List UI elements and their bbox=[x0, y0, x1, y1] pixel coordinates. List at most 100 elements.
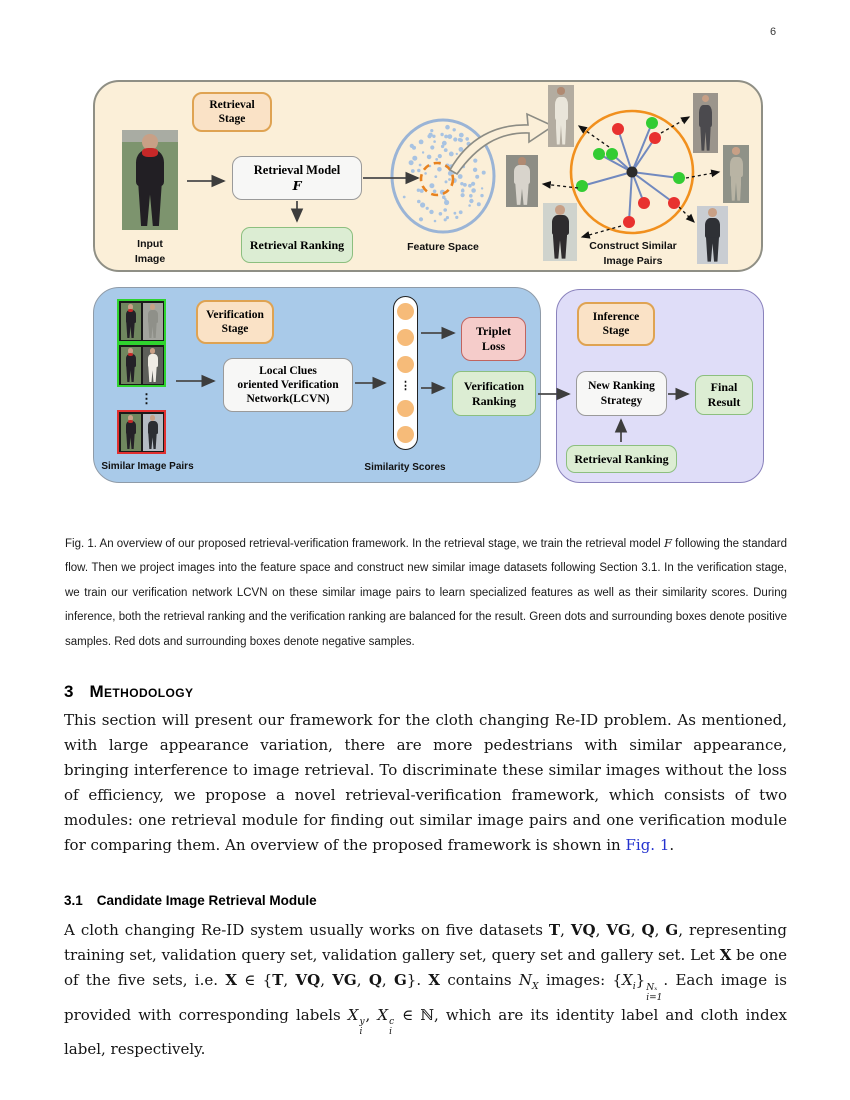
section-number: 3 bbox=[64, 682, 74, 701]
final-result-box: Final Result bbox=[695, 375, 753, 415]
lcvn-line: Local Clues bbox=[259, 364, 317, 377]
pedestrian-photo bbox=[693, 93, 718, 153]
section-heading-3-1: 3.1 Candidate Image Retrieval Module bbox=[64, 893, 317, 908]
retrieval-model-label: Retrieval Model F bbox=[254, 163, 340, 194]
negative-image-pair bbox=[117, 410, 166, 454]
text-segment: Q bbox=[641, 921, 655, 939]
verification-ranking-box: Verification Ranking bbox=[452, 371, 536, 416]
retrieval-model-box: Retrieval Model F bbox=[232, 156, 362, 200]
label-text: Similar Image Pairs bbox=[101, 461, 194, 472]
retrieval-ranking-inference-box: Retrieval Ranking bbox=[566, 445, 677, 473]
red-scarf-accent bbox=[142, 148, 158, 157]
stage-badge-line: Retrieval bbox=[209, 98, 255, 111]
label-text: Feature Space bbox=[407, 241, 479, 253]
pedestrian-photo bbox=[697, 206, 728, 264]
person-head bbox=[142, 134, 158, 150]
label-line: Construct Similar bbox=[589, 240, 677, 252]
label-line: Ranking bbox=[471, 393, 517, 408]
text-segment: G bbox=[393, 971, 407, 989]
pairs-ellipsis: ⋮ bbox=[140, 391, 153, 406]
label-line: Verification bbox=[463, 378, 525, 393]
subsection-number: 3.1 bbox=[64, 893, 83, 908]
stage-badge-line: Verification bbox=[206, 308, 264, 321]
score-dot bbox=[397, 329, 414, 347]
retrieval-stage-badge: Retrieval Stage bbox=[192, 92, 272, 132]
pair-photo bbox=[120, 413, 141, 451]
text-segment: Q bbox=[368, 971, 382, 989]
text-segment: X bbox=[225, 971, 237, 989]
label-text: Retrieval Ranking bbox=[574, 451, 669, 466]
section-heading-3: 3 Methodology bbox=[64, 682, 193, 702]
lcvn-box: Local Clues oriented Verification Networ… bbox=[223, 358, 353, 412]
page-number: 6 bbox=[770, 26, 777, 38]
text-segment: Xi bbox=[622, 971, 636, 992]
text-segment: VG bbox=[606, 921, 631, 939]
inference-stage-badge: Inference Stage bbox=[577, 302, 655, 346]
text-segment: X bbox=[428, 971, 441, 989]
pedestrian-photo bbox=[548, 85, 574, 147]
pair-photo bbox=[142, 413, 163, 451]
label-line: Strategy bbox=[600, 394, 643, 407]
text-segment: VG bbox=[332, 971, 357, 989]
score-dot bbox=[397, 425, 414, 443]
scores-ellipsis: ⋮ bbox=[400, 380, 411, 393]
stage-badge-line: Inference bbox=[592, 310, 640, 323]
score-dot bbox=[397, 303, 414, 320]
input-image-photo bbox=[122, 130, 178, 230]
stage-badge-line: Stage bbox=[218, 113, 246, 125]
label-line: Image bbox=[134, 253, 166, 266]
pair-photo bbox=[142, 302, 163, 340]
label-line: Loss bbox=[481, 339, 506, 353]
label-line: Input bbox=[137, 238, 163, 250]
new-ranking-strategy-box: New Ranking Strategy bbox=[576, 371, 667, 416]
label-line: New Ranking bbox=[588, 380, 655, 393]
input-image-label: Input Image bbox=[118, 237, 182, 267]
pedestrian-photo bbox=[506, 155, 538, 207]
model-symbol-F: F bbox=[292, 178, 302, 193]
text-segment: G bbox=[665, 921, 679, 939]
positive-image-pair bbox=[117, 299, 166, 343]
figure-caption: Fig. 1. An overview of our proposed retr… bbox=[65, 536, 787, 648]
construct-similar-label: Construct Similar Image Pairs bbox=[578, 239, 688, 269]
figure-reference-link[interactable]: Fig. 1 bbox=[625, 836, 670, 854]
text-segment: X bbox=[377, 1005, 389, 1024]
lcvn-line: oriented Verification bbox=[237, 378, 339, 391]
pair-photo bbox=[120, 346, 141, 384]
pair-photo bbox=[142, 346, 163, 384]
person-legs bbox=[138, 184, 162, 226]
verification-stage-badge: Verification Stage bbox=[196, 300, 274, 344]
lcvn-line: Network(LCVN) bbox=[246, 393, 330, 405]
label-line: Image Pairs bbox=[603, 255, 663, 268]
score-dot bbox=[397, 399, 414, 417]
text-segment: NX bbox=[518, 971, 539, 992]
similarity-scores-column: ⋮ bbox=[393, 296, 418, 450]
similar-image-pairs-label: Similar Image Pairs bbox=[90, 460, 205, 475]
feature-space-label: Feature Space bbox=[398, 240, 488, 255]
triplet-loss-box: Triplet Loss bbox=[461, 317, 526, 361]
subsection-title: Candidate Image Retrieval Module bbox=[96, 893, 317, 908]
paragraph-1: This section will present our framework … bbox=[64, 711, 787, 854]
text-segment: VQ bbox=[295, 971, 321, 989]
stage-badge-line: Stage bbox=[602, 325, 630, 337]
paragraph-2: A cloth changing Re-ID system usually wo… bbox=[64, 921, 787, 1059]
label-line: Triplet bbox=[475, 324, 512, 339]
section-title: Methodology bbox=[89, 682, 194, 701]
retrieval-ranking-box: Retrieval Ranking bbox=[241, 227, 353, 263]
label-line: Final bbox=[710, 380, 738, 395]
label-text: Similarity Scores bbox=[364, 462, 446, 473]
label-text: Retrieval Model bbox=[253, 162, 341, 177]
text-segment: X bbox=[719, 946, 732, 964]
text-segment: F bbox=[663, 536, 672, 550]
text-segment: T bbox=[272, 971, 284, 989]
pair-photo bbox=[120, 302, 141, 340]
stage-badge-line: Stage bbox=[221, 323, 249, 335]
similarity-scores-label: Similarity Scores bbox=[355, 461, 455, 476]
pedestrian-photo bbox=[543, 203, 577, 261]
text-segment: T bbox=[548, 921, 561, 939]
text-segment: X bbox=[347, 1005, 359, 1024]
text-segment: VQ bbox=[570, 921, 596, 939]
label-text: Retrieval Ranking bbox=[249, 237, 345, 252]
